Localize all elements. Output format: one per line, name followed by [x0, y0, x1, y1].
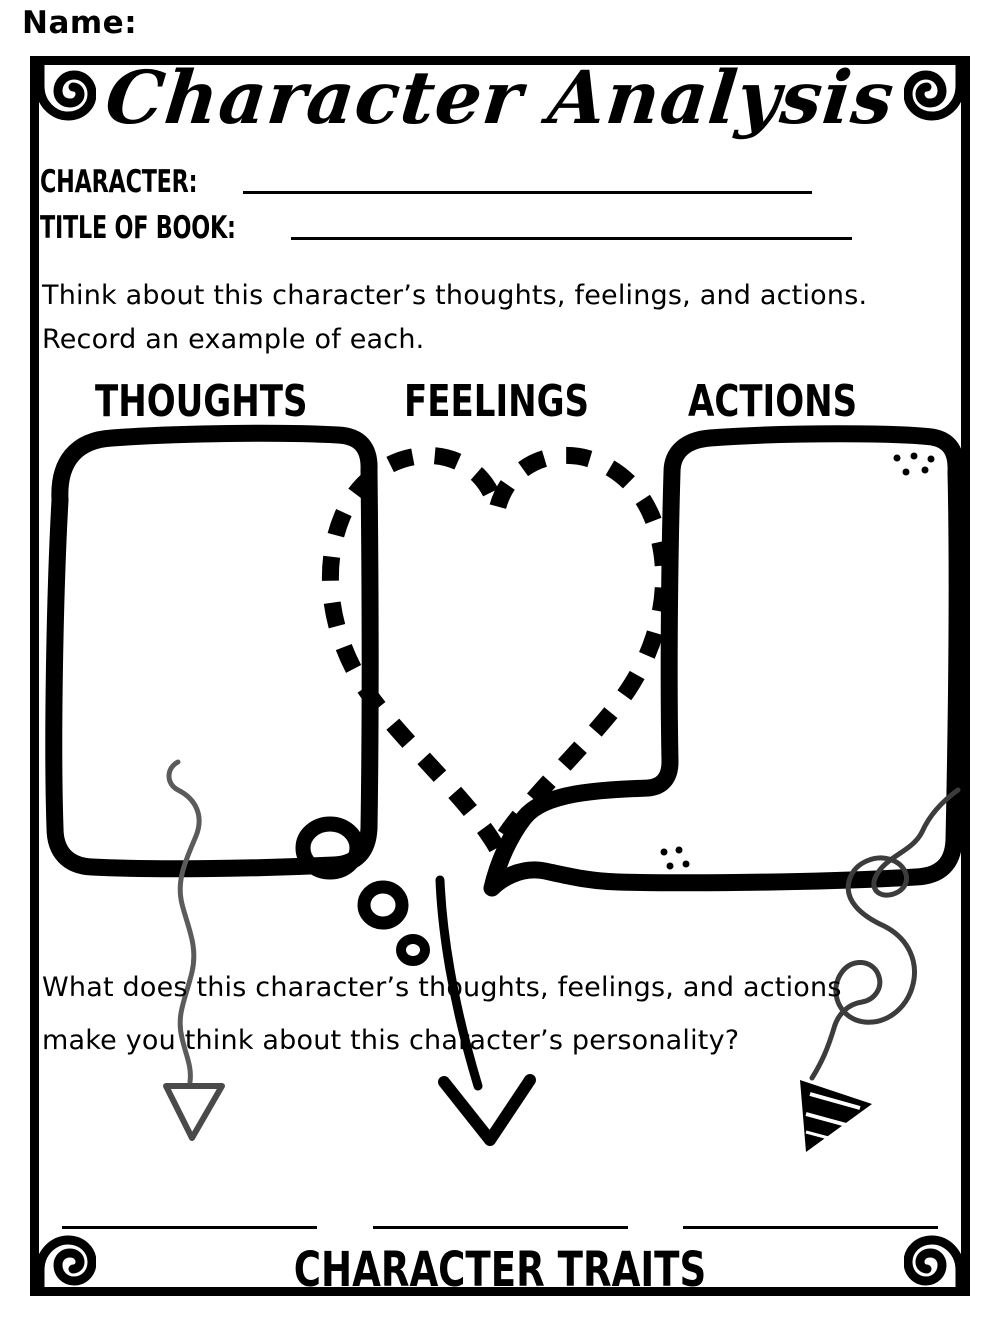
- spiral-corner-icon: [904, 60, 966, 122]
- character-traits-blanks: [62, 1226, 938, 1229]
- name-label: Name:: [22, 5, 138, 41]
- trait-blank-input[interactable]: [372, 1226, 628, 1229]
- book-title-field-row: TITLE OF BOOK:: [40, 206, 852, 244]
- instructions: Think about this character’s thoughts, f…: [42, 274, 922, 361]
- question-line-2: make you think about this character’s pe…: [42, 1024, 740, 1056]
- instructions-line-1: Think about this character’s thoughts, f…: [42, 280, 868, 311]
- spiral-corner-icon: [904, 1234, 966, 1296]
- column-heading-actions: ACTIONS: [688, 376, 858, 427]
- book-title-input[interactable]: [290, 237, 852, 240]
- question-line-1: What does this character’s thoughts, fee…: [42, 972, 842, 1003]
- character-field-row: CHARACTER:: [40, 160, 812, 198]
- trait-blank-input[interactable]: [683, 1226, 938, 1229]
- page-title: Character Analysis: [101, 55, 899, 141]
- column-heading-thoughts: THOUGHTS: [95, 376, 308, 427]
- character-input[interactable]: [242, 191, 812, 194]
- character-field-label: CHARACTER:: [40, 164, 198, 200]
- instructions-line-2: Record an example of each.: [42, 323, 425, 355]
- trait-blank-input[interactable]: [62, 1226, 317, 1229]
- column-heading-feelings: FEELINGS: [404, 376, 590, 427]
- spiral-corner-icon: [34, 1234, 96, 1296]
- book-title-field-label: TITLE OF BOOK:: [40, 210, 236, 246]
- spiral-corner-icon: [34, 60, 96, 122]
- reflection-question: What does this character’s thoughts, fee…: [42, 962, 932, 1067]
- footer-title: CHARACTER TRAITS: [293, 1242, 707, 1298]
